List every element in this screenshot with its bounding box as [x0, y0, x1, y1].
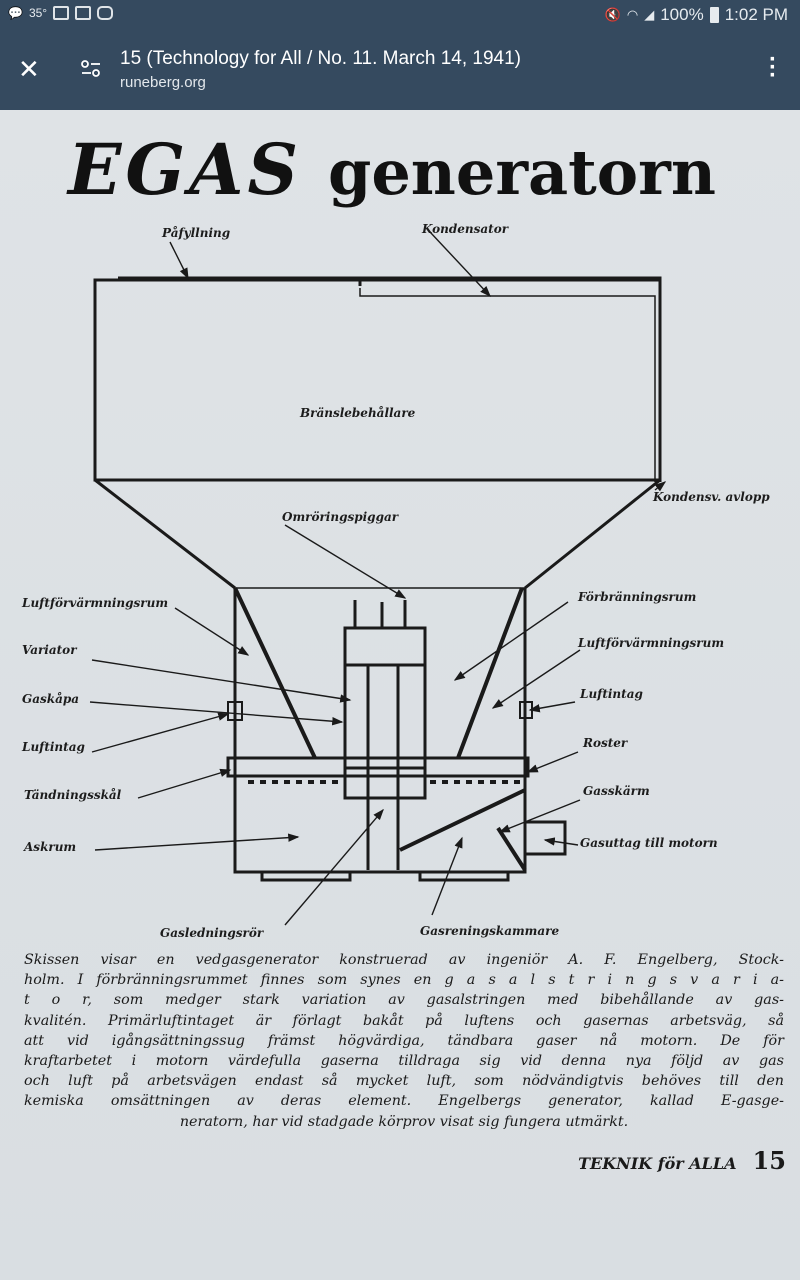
page-title: 15 (Technology for All / No. 11. March 1…	[120, 48, 521, 69]
battery-icon	[709, 7, 719, 23]
generator-diagram	[89, 231, 667, 926]
caption-line: holm. I förbränningsrummet finnes som sy…	[24, 972, 784, 989]
headline-generatorn: generatorn	[328, 136, 716, 209]
label-pafyllning: Påfyllning	[162, 226, 231, 240]
site-settings-icon[interactable]	[80, 58, 102, 80]
caption-line: t o r, som medger stark variation av gas…	[24, 992, 784, 1009]
caption-line: neratorn, har vid stadgade körprov visat…	[179, 1113, 629, 1130]
page-footer: TEKNIK för ALLA 15	[578, 1146, 786, 1175]
close-icon[interactable]: ✕	[18, 54, 40, 84]
battery-percent: 100%	[660, 5, 704, 24]
label-gasuttag: Gasuttag till motorn	[580, 836, 718, 850]
label-forbranningsrum: Förbränningsrum	[578, 590, 697, 604]
article-headline: EGAS generatorn	[68, 128, 716, 211]
magazine-name: TEKNIK för ALLA	[578, 1154, 737, 1173]
caption-line: Skissen visar en vedgasgenerator konstru…	[24, 952, 784, 968]
wifi-icon: ◠	[626, 7, 639, 22]
mail-icon	[53, 6, 70, 20]
label-gaskapa: Gaskåpa	[22, 692, 80, 706]
article-caption: Skissen visar en vedgasgenerator konstru…	[24, 950, 784, 1132]
temperature: 35°	[28, 6, 48, 20]
clock: 1:02 PM	[724, 5, 788, 24]
label-gasskarm: Gasskärm	[583, 784, 650, 798]
label-roster: Roster	[583, 736, 628, 750]
scanned-page: EGAS generatorn	[0, 110, 800, 1280]
instagram-icon	[97, 6, 114, 20]
label-kondensv-avlopp: Kondensv. avlopp	[653, 490, 770, 504]
label-luftforvarmningsrum-left: Luftförvärmningsrum	[22, 596, 169, 610]
label-luftforvarmningsrum-right: Luftförvärmningsrum	[578, 636, 725, 650]
page-url: runeberg.org	[120, 74, 206, 91]
headline-egas: EGAS	[68, 128, 302, 211]
inbox-icon	[75, 6, 92, 20]
caption-line: kraftarbetet i motorn värdefulla gaserna…	[24, 1053, 784, 1070]
label-variator: Variator	[22, 643, 77, 657]
label-luftintag-left: Luftintag	[22, 740, 85, 754]
browser-toolbar: ✕ 15 (Technology for All / No. 11. March…	[0, 32, 800, 110]
label-luftintag-right: Luftintag	[580, 687, 643, 701]
label-branslebehallare: Bränslebehållare	[300, 406, 416, 420]
label-gasledningsror: Gasledningsrör	[160, 926, 264, 940]
caption-line: kvalitén. Primärluftintaget är förlagt b…	[24, 1012, 784, 1029]
signal-icon: ◢	[644, 7, 655, 22]
mute-icon: 🔇	[604, 7, 621, 22]
caption-line: kemiska omsättningen av deras element. E…	[24, 1093, 784, 1110]
caption-line: och luft på arbetsvägen endast så mycket…	[24, 1073, 784, 1090]
label-askrum: Askrum	[24, 840, 77, 854]
page-number: 15	[752, 1146, 786, 1175]
more-options-icon[interactable]: ···	[769, 46, 777, 89]
messenger-icon: 💬	[8, 6, 23, 20]
label-tandningsskal: Tändningsskål	[24, 788, 122, 802]
label-omroringspiggar: Omröringspiggar	[282, 510, 399, 524]
status-bar: 💬 35° 🔇 ◠ ◢ 100% 1:02 PM	[0, 0, 800, 32]
label-kondensator: Kondensator	[422, 222, 509, 236]
caption-line: att vid igångsättningssug främst högvärd…	[24, 1032, 784, 1049]
label-gasreningskammare: Gasreningskammare	[420, 924, 560, 938]
